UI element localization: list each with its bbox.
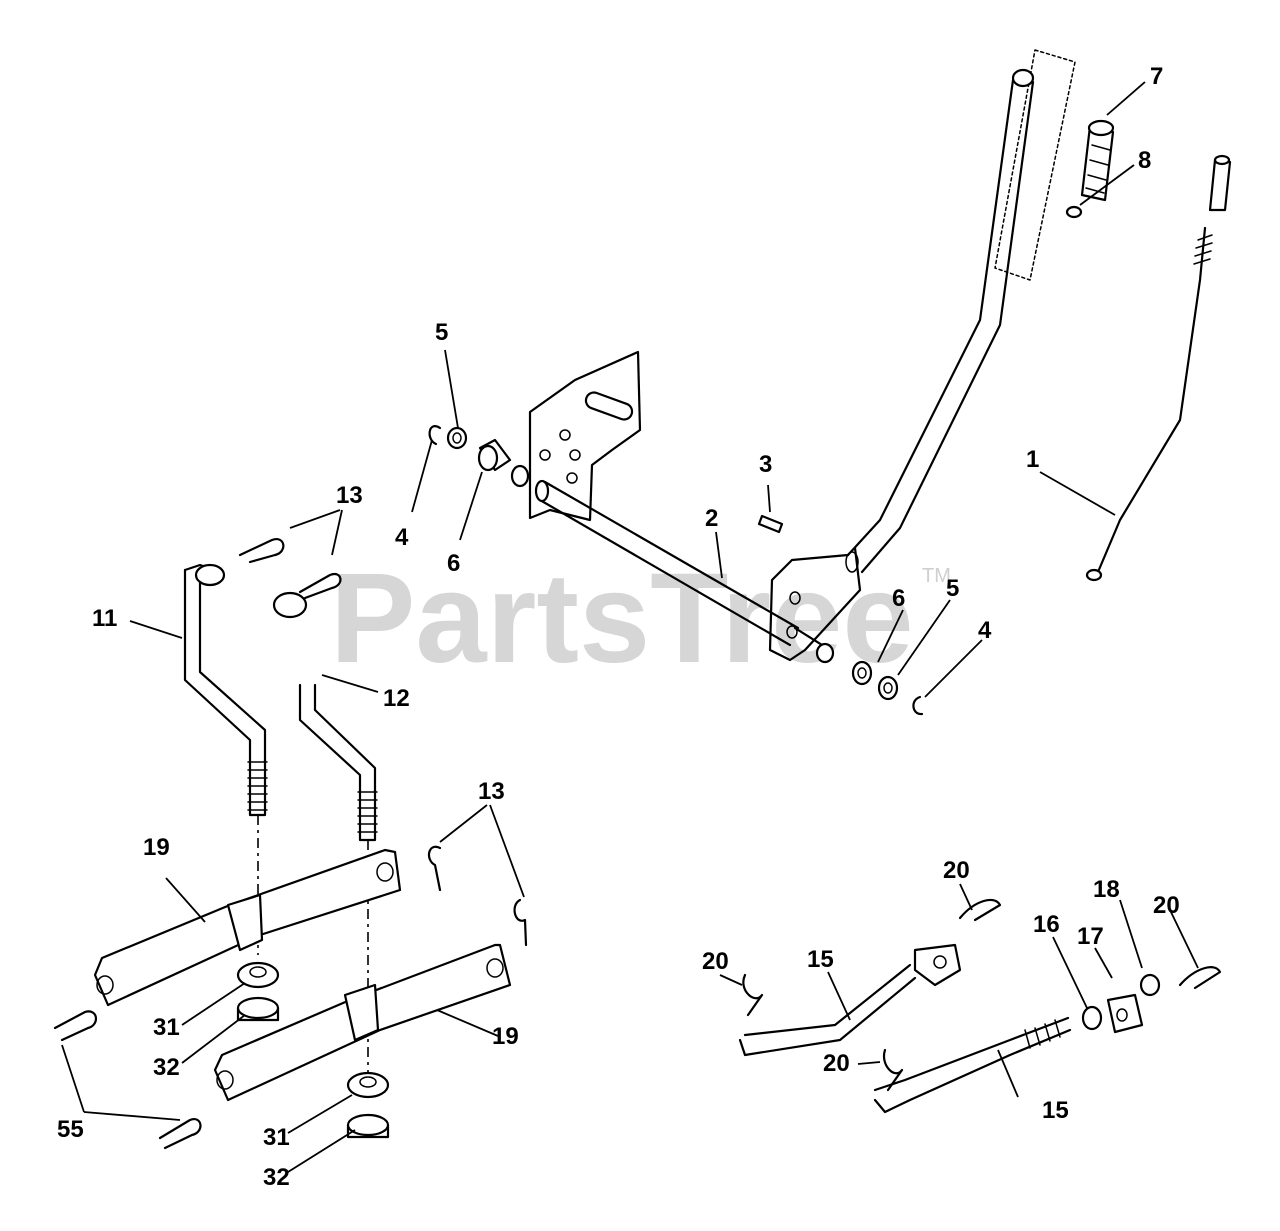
adjust-rod-upper (738, 943, 962, 1057)
leader-lines (61, 81, 1199, 1173)
handle-phantom (994, 49, 1076, 281)
callout-4-left: 4 (395, 524, 409, 551)
callout-6-left: 6 (447, 550, 460, 577)
bracket-plate (528, 350, 642, 522)
lift-arm-lower (213, 943, 512, 1102)
callout-11: 11 (92, 605, 117, 632)
callout-13-lower: 13 (478, 778, 505, 805)
adjust-rod-lower (873, 973, 1161, 1114)
grip (1065, 119, 1115, 219)
callout-20-b: 20 (702, 948, 729, 975)
callout-2: 2 (705, 505, 718, 532)
watermark-trademark: TM (922, 565, 951, 587)
callout-18: 18 (1093, 876, 1120, 903)
callout-4-right: 4 (978, 617, 992, 644)
callout-19-lower: 19 (492, 1023, 519, 1050)
callout-3: 3 (759, 451, 772, 478)
callout-31-upper: 31 (153, 1014, 180, 1041)
washer-nut-upper (236, 961, 280, 1022)
callout-31-lower: 31 (263, 1124, 290, 1151)
lift-handle (768, 68, 1035, 662)
roll-pin (757, 514, 784, 534)
cross-shaft (510, 464, 835, 664)
hairpin-clips-upper (238, 538, 342, 600)
callout-12: 12 (383, 685, 410, 712)
callout-20-d: 20 (1153, 892, 1180, 919)
callout-20-c: 20 (823, 1050, 850, 1077)
callout-15-lower: 15 (1042, 1097, 1069, 1124)
callout-1: 1 (1026, 446, 1039, 473)
callout-32-lower: 32 (263, 1164, 290, 1191)
callout-16: 16 (1033, 911, 1060, 938)
callout-32-upper: 32 (153, 1054, 180, 1081)
hairpin-clips-lower (53, 845, 528, 1150)
callout-5-left: 5 (435, 319, 448, 346)
watermark-text: PartsTree (330, 547, 914, 690)
callout-5-right: 5 (946, 575, 959, 602)
right-hardware (851, 660, 924, 716)
callout-55: 55 (57, 1116, 84, 1143)
callout-7: 7 (1150, 63, 1163, 90)
callout-17: 17 (1077, 923, 1104, 950)
callout-19-upper: 19 (143, 834, 170, 861)
lift-link-left (183, 563, 268, 817)
callout-6-right: 6 (892, 585, 905, 612)
cable (1085, 154, 1232, 582)
callout-13-upper: 13 (336, 482, 363, 509)
callout-20-a: 20 (943, 857, 970, 884)
left-hardware (428, 425, 512, 472)
lift-arm-upper (93, 848, 402, 1007)
callout-8: 8 (1138, 147, 1151, 174)
washer-nut-lower (346, 1071, 390, 1139)
callout-labels: 1 2 3 4 4 5 5 6 6 7 8 11 12 13 13 15 15 … (57, 63, 1180, 1191)
lift-link-right (272, 591, 378, 842)
hairpin-clips-20 (742, 898, 1222, 1092)
callout-15-upper: 15 (807, 946, 834, 973)
